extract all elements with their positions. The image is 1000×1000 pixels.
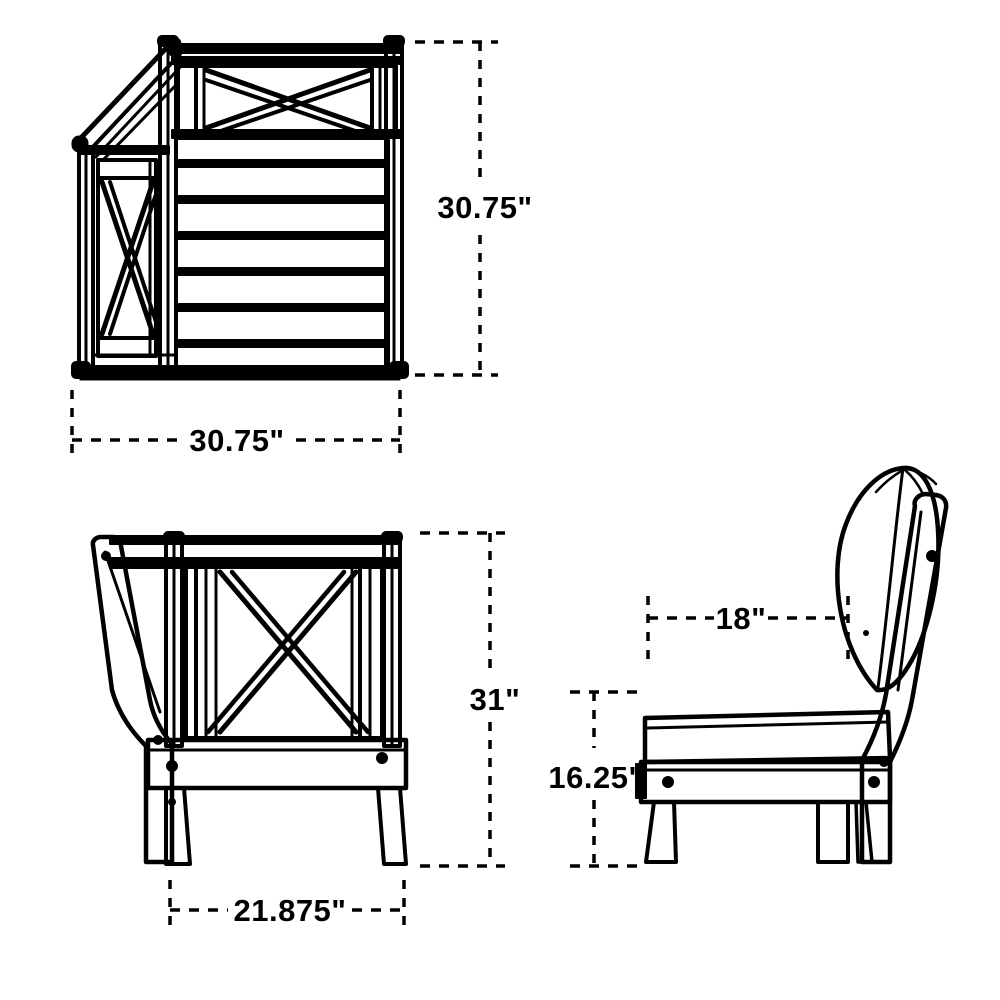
back-left-inner-post (163, 531, 185, 748)
side-view (635, 465, 949, 865)
side-front-leg (644, 800, 678, 864)
back-view (90, 531, 409, 866)
dimension-label-seat-depth: 18" (716, 601, 767, 636)
dimension-width-top-view (70, 390, 402, 460)
dimension-label-height-back-view: 31" (470, 682, 521, 717)
dimension-label-width-back-view: 21.875" (233, 893, 346, 928)
dimension-label-seat-height: 16.25" (548, 760, 643, 795)
back-right-post-2 (381, 531, 403, 748)
dimension-height-back-view (420, 531, 505, 868)
side-rear-leg (816, 800, 874, 864)
seat-cushion (642, 709, 893, 765)
front-corner-view (71, 35, 409, 381)
dimension-seat-height (570, 690, 638, 868)
left-side-x-brace-panel (77, 145, 170, 372)
back-cushion (835, 465, 941, 693)
back-top-rail (171, 43, 403, 65)
back-legs (164, 786, 408, 866)
base-rail (71, 361, 409, 381)
side-seat-apron (635, 759, 893, 805)
dimension-width-back-view (168, 880, 406, 930)
dimension-label-height-top-view: 30.75" (437, 190, 532, 225)
back-x-brace-panel (171, 64, 403, 139)
back-x-brace-panel-2 (184, 564, 384, 740)
left-curved-leg (90, 534, 175, 865)
dimension-seat-depth (646, 596, 850, 660)
seat-apron-rail (145, 737, 409, 791)
dimension-height-top-view (415, 40, 498, 377)
dimension-label-width-top-view: 30.75" (189, 423, 284, 458)
